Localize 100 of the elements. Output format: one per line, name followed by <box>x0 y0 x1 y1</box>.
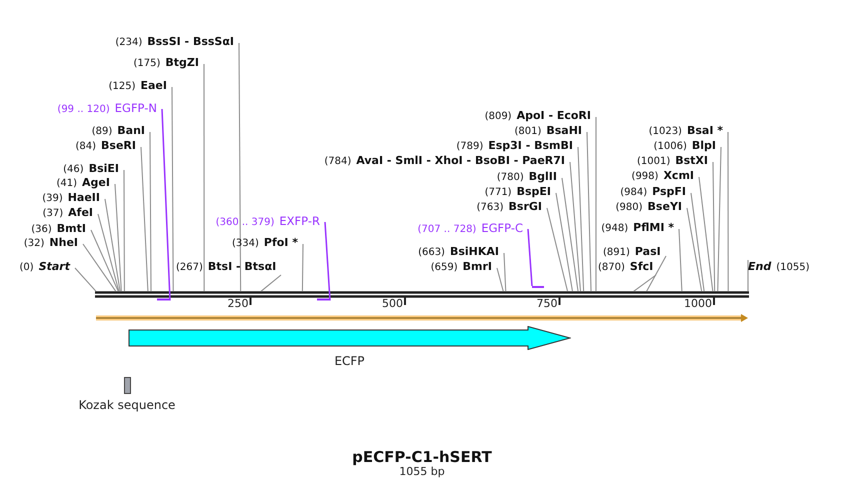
leader-line <box>546 208 568 292</box>
site-position: (46) <box>63 163 84 177</box>
site-position: (780) <box>496 171 524 185</box>
enzyme-name: NheI <box>49 235 78 251</box>
enzyme-name: PflMI * <box>633 220 674 236</box>
leader-line <box>161 108 171 301</box>
leader-line <box>678 228 682 292</box>
site-position: (1023) <box>648 125 682 139</box>
site-position: (32) <box>24 237 44 251</box>
site-position: (125) <box>108 80 136 94</box>
feature-label: ECFP <box>334 354 365 368</box>
end-label: End <box>748 259 772 275</box>
leader-line <box>595 116 596 292</box>
enzyme-name: BanI <box>117 123 145 139</box>
site-position: (36) <box>31 223 52 237</box>
site-position: (1006) <box>654 140 687 154</box>
enzyme-name: BssSI - BssSαI <box>147 34 234 50</box>
site-position: (1055) <box>776 261 810 275</box>
leader-line <box>260 274 282 292</box>
leader-line <box>496 268 504 292</box>
enzyme-name: BglII <box>528 169 557 185</box>
leader-line <box>686 208 702 292</box>
leader-line <box>690 192 705 292</box>
site-position: (0) <box>20 261 34 275</box>
enzyme-name: BtgZI <box>165 55 199 71</box>
enzyme-name: BmtI <box>56 221 86 237</box>
leader-line <box>172 86 174 292</box>
leader-line <box>124 170 125 292</box>
enzyme-name: PasI <box>634 244 661 260</box>
enzyme-name: BstXI <box>675 153 708 169</box>
enzyme-name: BseYI <box>648 199 682 215</box>
site-position: (948) <box>601 222 628 236</box>
leader-line <box>324 222 331 301</box>
leader-line <box>527 228 533 286</box>
leader-line <box>570 162 582 292</box>
leader-line <box>562 178 579 292</box>
enzyme-name: PfoI * <box>264 235 298 251</box>
site-position: (267) <box>176 261 203 275</box>
primer-name: EGFP-N <box>114 100 157 116</box>
enzyme-name: BsiEI <box>88 161 119 177</box>
enzyme-name: PspFI <box>652 184 686 200</box>
leader-line <box>104 198 121 292</box>
enzyme-name: BsaI * <box>686 123 723 139</box>
site-position: (891) <box>603 246 630 260</box>
scale-label: 250 <box>228 297 249 310</box>
sequence-length: 1055 bp <box>399 465 445 478</box>
enzyme-name: AfeI <box>68 205 93 221</box>
enzyme-name: SfcI <box>630 259 654 275</box>
leader-line <box>302 244 304 292</box>
enzyme-name: BspEI <box>516 184 551 200</box>
leader-line <box>586 132 592 292</box>
scale-label: 1000 <box>684 297 712 310</box>
leader-line <box>646 256 666 292</box>
leader-line <box>140 146 148 292</box>
enzyme-name: BsiHKAI <box>450 244 499 260</box>
site-position: (175) <box>134 57 160 71</box>
site-position: (763) <box>476 201 504 215</box>
leader-line <box>150 132 152 292</box>
enzyme-name: AgeI <box>82 175 110 191</box>
scale-label: 500 <box>382 297 404 310</box>
site-position: (41) <box>56 177 78 191</box>
map-title: pECFP-C1-hSERT <box>351 448 493 466</box>
site-position: (39) <box>42 192 63 206</box>
leader-line <box>114 184 122 292</box>
scale-label: 750 <box>536 297 558 310</box>
leader-line <box>698 176 714 292</box>
leader-line <box>238 42 242 292</box>
site-position: (771) <box>484 186 512 200</box>
leader-line <box>717 146 722 292</box>
enzyme-name: BsrGI <box>508 199 542 215</box>
primer-mark <box>317 298 330 300</box>
leader-line <box>74 268 96 292</box>
feature-label: Kozak sequence <box>78 398 176 412</box>
leader-line <box>90 230 119 292</box>
primer-mark <box>157 298 170 300</box>
start-label: Start <box>38 259 70 275</box>
site-position: (707 .. 728) <box>418 223 476 237</box>
site-position: (809) <box>484 110 512 124</box>
enzyme-name: BsaHI <box>546 123 582 139</box>
site-position: (99 .. 120) <box>57 103 110 117</box>
primer-name: EGFP-C <box>481 220 523 236</box>
primer-name: EXFP-R <box>279 213 320 229</box>
enzyme-name: BlpI <box>692 138 716 154</box>
leader-line <box>82 244 116 292</box>
site-position: (980) <box>616 201 643 215</box>
site-position: (659) <box>430 261 458 275</box>
enzyme-name: BtsI - BtsαI <box>208 259 276 275</box>
enzyme-name: EaeI <box>140 78 167 94</box>
site-position: (234) <box>115 36 142 50</box>
leader-line <box>204 64 205 292</box>
site-position: (984) <box>620 186 648 200</box>
leader-line <box>712 162 716 292</box>
enzyme-name: HaeII <box>68 190 100 206</box>
site-position: (360 .. 379) <box>216 216 274 230</box>
site-position: (1001) <box>636 155 670 169</box>
site-position: (789) <box>456 140 484 154</box>
site-position: (663) <box>418 246 445 260</box>
leader-line <box>728 132 729 292</box>
site-position: (784) <box>324 155 352 169</box>
enzyme-name: BmrI <box>462 259 492 275</box>
